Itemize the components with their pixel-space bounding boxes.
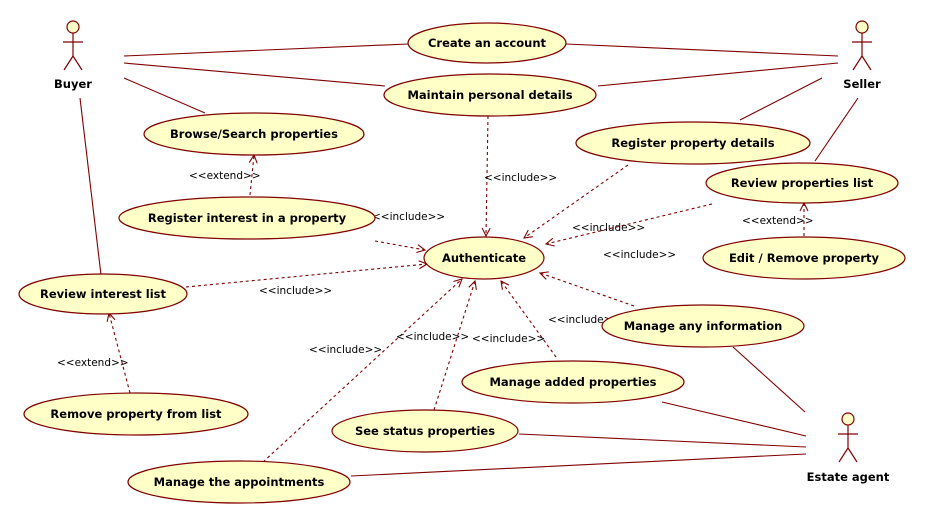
- assoc-agent-manage-info: [732, 346, 806, 413]
- stereotype-labels: <<include>> <<include>> <<include>> <<in…: [57, 170, 814, 369]
- use-case-register-interest-label: Register interest in a property: [148, 211, 347, 225]
- use-case-maintain-details[interactable]: Maintain personal details: [383, 73, 597, 117]
- actor-buyer-label: Buyer: [54, 77, 92, 91]
- include-review-properties-to-auth: [546, 203, 713, 244]
- extend-remove-from-list-to-review-interest: [109, 313, 131, 394]
- assoc-buyer-create-account: [123, 43, 409, 57]
- include-see-status-to-auth: [433, 281, 475, 411]
- use-case-manage-added-label: Manage added properties: [489, 375, 656, 389]
- use-case-edit-remove-label: Edit / Remove property: [729, 251, 880, 265]
- use-case-maintain-details-label: Maintain personal details: [407, 88, 572, 102]
- label-include-register-property: <<include>>: [572, 222, 645, 234]
- label-extend-browse: <<extend>>: [189, 170, 261, 182]
- include-register-interest-to-auth: [374, 240, 425, 250]
- actor-estate-agent-label: Estate agent: [807, 470, 890, 484]
- label-include-appointments: <<include>>: [309, 344, 382, 356]
- actor-estate-agent[interactable]: Estate agent: [807, 412, 890, 484]
- assoc-buyer-maintain-details: [123, 62, 386, 87]
- include-manage-info-to-auth: [540, 273, 635, 307]
- assoc-seller-register-property: [739, 77, 823, 121]
- associations: [79, 43, 859, 477]
- actor-seller-label: Seller: [843, 77, 881, 91]
- use-case-authenticate-label: Authenticate: [442, 251, 526, 265]
- assoc-agent-appointments: [350, 453, 807, 477]
- assoc-agent-manage-added: [661, 401, 807, 437]
- use-case-remove-from-list[interactable]: Remove property from list: [23, 392, 249, 436]
- use-case-review-interest[interactable]: Review interest list: [18, 273, 188, 315]
- assoc-agent-see-status: [518, 433, 807, 448]
- label-extend-review-interest: <<extend>>: [57, 357, 129, 369]
- use-case-authenticate[interactable]: Authenticate: [423, 236, 545, 280]
- use-case-see-status[interactable]: See status properties: [331, 409, 519, 453]
- actor-buyer-head-icon: [66, 20, 80, 34]
- extend-register-interest-to-browse: [250, 155, 254, 196]
- actor-seller-head-icon: [855, 20, 869, 34]
- label-include-see-status: <<include>>: [396, 331, 469, 343]
- assoc-buyer-review-interest: [79, 97, 102, 276]
- include-maintain-to-auth: [486, 115, 488, 236]
- use-case-manage-appointments[interactable]: Manage the appointments: [127, 460, 351, 504]
- use-case-remove-from-list-label: Remove property from list: [50, 407, 222, 421]
- actor-buyer[interactable]: Buyer: [54, 20, 92, 91]
- use-case-edit-remove[interactable]: Edit / Remove property: [702, 236, 906, 280]
- use-case-see-status-label: See status properties: [355, 424, 495, 438]
- assoc-seller-create-account: [565, 43, 839, 57]
- assoc-seller-maintain-details: [597, 62, 839, 87]
- use-case-manage-info[interactable]: Manage any information: [601, 304, 805, 348]
- use-case-create-account[interactable]: Create an account: [407, 22, 567, 64]
- assoc-buyer-browse: [123, 77, 206, 114]
- label-include-manage-added: <<include>>: [472, 333, 545, 345]
- use-case-manage-appointments-label: Manage the appointments: [154, 475, 325, 489]
- use-case-register-property[interactable]: Register property details: [575, 121, 811, 165]
- label-include-register-interest: <<include>>: [372, 211, 445, 223]
- include-review-interest-to-auth: [185, 264, 427, 288]
- use-case-create-account-label: Create an account: [428, 36, 547, 50]
- use-case-browse[interactable]: Browse/Search properties: [143, 112, 365, 156]
- use-case-browse-label: Browse/Search properties: [170, 127, 338, 141]
- label-include-review-interest: <<include>>: [259, 285, 332, 297]
- use-case-manage-info-label: Manage any information: [624, 319, 783, 333]
- use-case-review-properties[interactable]: Review properties list: [705, 162, 899, 204]
- use-case-manage-added[interactable]: Manage added properties: [461, 360, 685, 404]
- actor-estate-agent-head-icon: [841, 412, 855, 426]
- use-case-register-interest[interactable]: Register interest in a property: [118, 196, 376, 240]
- use-case-review-properties-label: Review properties list: [731, 176, 874, 190]
- dependencies: [109, 115, 804, 463]
- use-case-review-interest-label: Review interest list: [40, 287, 166, 301]
- actor-seller[interactable]: Seller: [843, 20, 881, 91]
- use-cases: Create an account Maintain personal deta…: [18, 22, 906, 504]
- assoc-seller-review-properties: [814, 97, 859, 162]
- label-extend-review-properties: <<extend>>: [742, 215, 814, 227]
- label-include-review-properties: <<include>>: [603, 249, 676, 261]
- include-manage-added-to-auth: [501, 281, 557, 358]
- label-include-maintain: <<include>>: [484, 172, 557, 184]
- use-case-register-property-label: Register property details: [611, 136, 774, 150]
